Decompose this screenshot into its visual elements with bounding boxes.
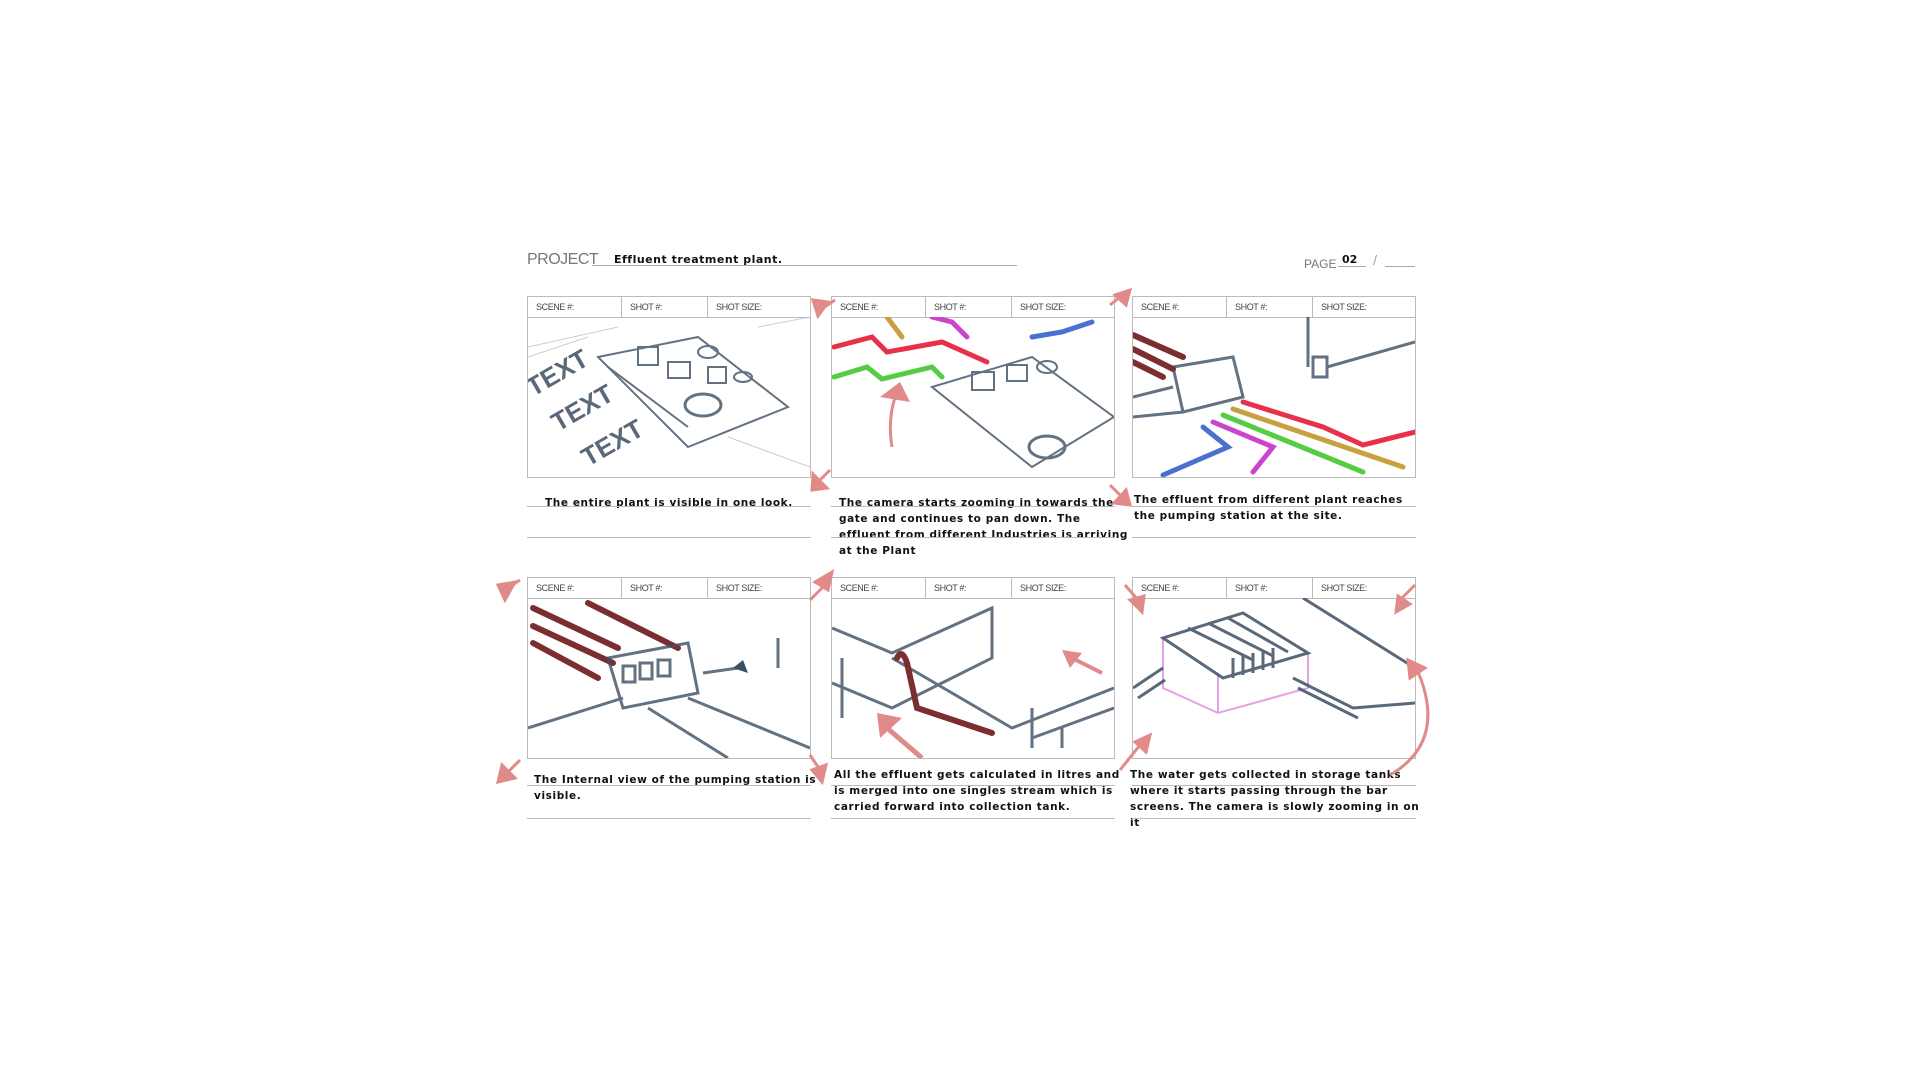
arrow-icon <box>812 568 835 593</box>
caption-line <box>831 818 1115 819</box>
arrow-icon <box>1389 664 1430 777</box>
page-number: 02 <box>1342 253 1358 266</box>
shot-size-label: SHOT SIZE: <box>1321 583 1367 593</box>
arrow-icon <box>809 762 829 786</box>
caption-line <box>831 537 1115 538</box>
storyboard-panel-6: SCENE #:SHOT #: SHOT SIZE: <box>1132 577 1416 759</box>
storyboard-panel-4: SCENE #:SHOT #: SHOT SIZE: <box>527 577 811 759</box>
arrow-icon <box>1394 593 1413 615</box>
panel-caption: The Internal view of the pumping station… <box>534 774 817 802</box>
scene-label: SCENE #: <box>528 578 622 598</box>
panel-header: SCENE #:SHOT #: SHOT SIZE: <box>1133 578 1415 599</box>
storage-tank-sketch <box>1133 598 1415 720</box>
arrow-icon <box>1127 593 1146 616</box>
panel-caption: All the effluent gets calculated in litr… <box>834 769 1120 813</box>
storyboard-panel-5: SCENE #:SHOT #: SHOT SIZE: <box>831 577 1115 759</box>
caption-line <box>527 818 811 819</box>
shot-size-label: SHOT SIZE: <box>1321 302 1367 312</box>
caption-line <box>527 537 811 538</box>
shot-label: SHOT #: <box>1227 297 1313 317</box>
collection-stream-sketch <box>832 605 1114 758</box>
project-title: Effluent treatment plant. <box>614 253 783 266</box>
scene-label: SCENE #: <box>1133 578 1227 598</box>
arrow-icon <box>495 762 518 785</box>
shot-label: SHOT #: <box>1227 578 1313 598</box>
arrow-icon <box>495 579 518 604</box>
page-separator: / <box>1373 253 1378 267</box>
arrow-icon <box>810 470 831 492</box>
arrow-icon <box>1406 657 1429 681</box>
panel-header: SCENE #:SHOT #: SHOT SIZE: <box>528 297 810 318</box>
panel-header: SCENE #:SHOT #: SHOT SIZE: <box>1133 297 1415 318</box>
caption-line <box>527 506 811 507</box>
arrow-icon <box>1132 732 1153 755</box>
shot-label: SHOT #: <box>622 297 708 317</box>
arrow-icon <box>1118 744 1142 771</box>
caption-line <box>1132 785 1416 786</box>
storyboard-panel-1: SCENE #:SHOT #: SHOT SIZE: TEXT TEXT TEXT <box>527 296 811 478</box>
shot-label: SHOT #: <box>926 578 1012 598</box>
caption-line <box>831 506 1115 507</box>
plant-overview-sketch: TEXT TEXT TEXT <box>528 317 810 472</box>
gate-zoom-sketch <box>832 317 1114 469</box>
panel-header: SCENE #:SHOT #: SHOT SIZE: <box>832 578 1114 599</box>
project-underline <box>592 265 1017 266</box>
scene-label: SCENE #: <box>1133 297 1227 317</box>
scene-label: SCENE #: <box>528 297 622 317</box>
panel-caption: The effluent from different plant reache… <box>1134 494 1403 522</box>
caption-line <box>1132 506 1416 507</box>
panel-caption: The water gets collected in storage tank… <box>1130 769 1420 829</box>
page-underline <box>1338 266 1366 267</box>
shot-size-label: SHOT SIZE: <box>1020 302 1066 312</box>
pumping-interior-sketch <box>528 600 810 758</box>
arrow-icon <box>810 298 831 320</box>
page-total-underline <box>1385 266 1415 267</box>
arrow-icon <box>1110 486 1133 507</box>
page-label: PAGE <box>1304 257 1337 271</box>
caption-line <box>831 785 1115 786</box>
shot-label: SHOT #: <box>926 297 1012 317</box>
arrow-icon <box>1112 287 1133 308</box>
caption-line <box>527 785 811 786</box>
scene-label: SCENE #: <box>832 297 926 317</box>
pumping-station-sketch <box>1133 317 1415 477</box>
caption-line <box>1132 537 1416 538</box>
storyboard-panel-3: SCENE #:SHOT #: SHOT SIZE: <box>1132 296 1416 478</box>
panel-header: SCENE #:SHOT #: SHOT SIZE: <box>832 297 1114 318</box>
shot-size-label: SHOT SIZE: <box>1020 583 1066 593</box>
panel-header: SCENE #:SHOT #: SHOT SIZE: <box>528 578 810 599</box>
shot-label: SHOT #: <box>622 578 708 598</box>
project-label: PROJECT <box>527 251 599 268</box>
caption-line <box>1132 818 1416 819</box>
shot-size-label: SHOT SIZE: <box>716 302 762 312</box>
shot-size-label: SHOT SIZE: <box>716 583 762 593</box>
scene-label: SCENE #: <box>832 578 926 598</box>
storyboard-panel-2: SCENE #:SHOT #: SHOT SIZE: <box>831 296 1115 478</box>
